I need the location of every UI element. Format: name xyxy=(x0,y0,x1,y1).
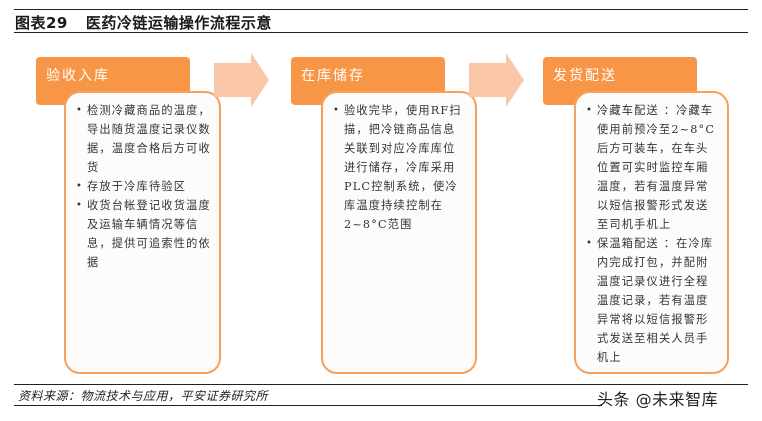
step-header-label: 验收入库 xyxy=(46,68,110,84)
bullet-list: 验收完毕，使用RF扫描，把冷链商品信息关联到对应冷库库位进行储存，冷库采用PLC… xyxy=(333,101,467,234)
bullet-list: 检测冷藏商品的温度，导出随货温度记录仪数据，温度合格后方可收货 存放于冷库待验区… xyxy=(76,101,211,272)
bullet-item: 冷藏车配送 ：冷藏车使用前预冷至2~8°C后方可装车，在车头位置可实时监控车厢温… xyxy=(586,101,719,234)
title-underline xyxy=(14,32,748,33)
bullet-item: 验收完毕，使用RF扫描，把冷链商品信息关联到对应冷库库位进行储存，冷库采用PLC… xyxy=(333,101,467,234)
footer-bottom-rule xyxy=(14,405,602,406)
source-note: 资料来源：物流技术与应用，平安证券研究所 xyxy=(18,389,269,403)
step-card-receiving: 检测冷藏商品的温度，导出随货温度记录仪数据，温度合格后方可收货 存放于冷库待验区… xyxy=(64,91,221,374)
step-card-storage: 验收完毕，使用RF扫描，把冷链商品信息关联到对应冷库库位进行储存，冷库采用PLC… xyxy=(321,91,477,374)
step-card-delivery: 冷藏车配送 ：冷藏车使用前预冷至2~8°C后方可装车，在车头位置可实时监控车厢温… xyxy=(574,91,729,374)
step-header-label: 发货配送 xyxy=(553,68,617,84)
watermark: 头条 @未来智库 xyxy=(597,390,719,409)
figure-label: 图表29 xyxy=(15,14,68,32)
bullet-list: 冷藏车配送 ：冷藏车使用前预冷至2~8°C后方可装车，在车头位置可实时监控车厢温… xyxy=(586,101,719,367)
figure-title-text: 医药冷链运输操作流程示意 xyxy=(85,14,272,32)
right-arrow-icon xyxy=(469,53,524,107)
figure-title: 图表29 医药冷链运输操作流程示意 xyxy=(15,12,272,33)
top-rule xyxy=(14,9,748,10)
footer-top-rule xyxy=(14,384,748,385)
bullet-item: 保温箱配送 ：在冷库内完成打包，并配附温度记录仪进行全程温度记录，若有温度异常将… xyxy=(586,234,719,367)
bullet-item: 检测冷藏商品的温度，导出随货温度记录仪数据，温度合格后方可收货 xyxy=(76,101,211,177)
right-arrow-icon xyxy=(214,53,269,107)
bullet-item: 收货台帐登记收货温度及运输车辆情况等信息，提供可追索性的依据 xyxy=(76,196,211,272)
bullet-item: 存放于冷库待验区 xyxy=(76,177,211,196)
step-header-label: 在库储存 xyxy=(301,68,365,84)
